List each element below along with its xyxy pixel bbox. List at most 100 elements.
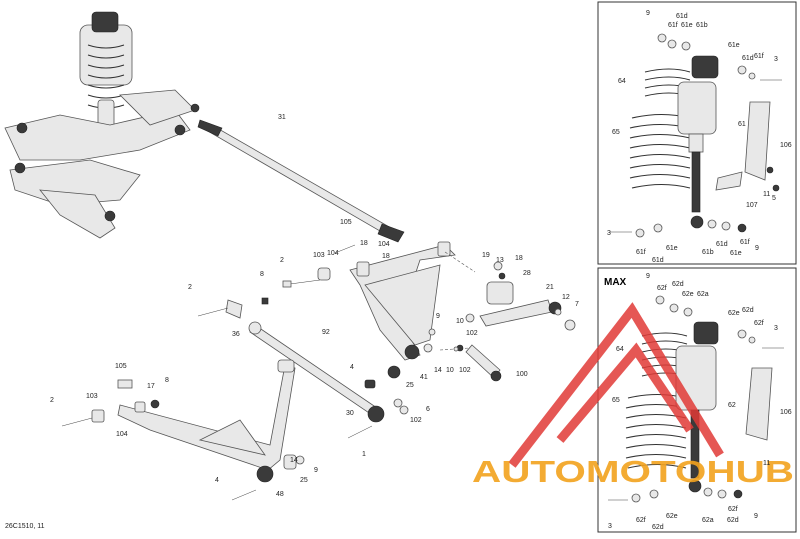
callout: 61e	[730, 250, 742, 257]
callout: 62f	[657, 285, 667, 292]
callout: 3	[607, 230, 611, 237]
callout: 9	[755, 245, 759, 252]
callout: 61e	[666, 245, 678, 252]
callout: 48	[276, 491, 284, 498]
callout: 62d	[727, 517, 739, 524]
callout: 28	[523, 270, 531, 277]
watermark: AUTOMOTOHUB	[472, 302, 794, 489]
watermark-text: AUTOMOTOHUB	[472, 454, 794, 489]
drive-shaft	[197, 119, 405, 243]
callout: 8	[260, 271, 264, 278]
callout: 3	[774, 56, 778, 63]
callout: 9	[646, 10, 650, 17]
callout: 41	[420, 374, 428, 381]
callout: 8	[165, 377, 169, 384]
callout: 18	[360, 240, 368, 247]
callout: 18	[515, 255, 523, 262]
upper-a-arm	[282, 241, 456, 361]
callout: 62a	[697, 291, 709, 298]
callout: 65	[612, 129, 620, 136]
callout: 65	[612, 397, 620, 404]
callout: 21	[546, 284, 554, 291]
hardware-main	[117, 244, 576, 501]
callout: 2	[280, 257, 284, 264]
callout: 62f	[754, 320, 764, 327]
callout: 62f	[636, 517, 646, 524]
callout: 9	[314, 467, 318, 474]
callout: 105	[340, 219, 352, 226]
callout: 4	[215, 477, 219, 484]
callout: 17	[147, 383, 155, 390]
callout: 106	[780, 142, 792, 149]
callout: 61e	[728, 42, 740, 49]
callout: 62a	[702, 517, 714, 524]
diagram-code: 26C1510, 11	[5, 523, 45, 530]
callout: 61	[738, 121, 746, 128]
callout: 10	[446, 367, 454, 374]
callout: 61b	[702, 249, 714, 256]
callout: 61f	[740, 239, 750, 246]
callout: 2	[188, 284, 192, 291]
callout: 61d	[652, 257, 664, 264]
callout: 62	[728, 402, 736, 409]
callout: 36	[232, 331, 240, 338]
toe-link-assembly	[439, 251, 562, 382]
callout: 61d	[742, 55, 754, 62]
callout: 3	[608, 523, 612, 530]
callout: 104	[327, 250, 339, 257]
callout: 9	[754, 513, 758, 520]
callout: 105	[115, 363, 127, 370]
callout: 14	[290, 457, 298, 464]
callout: 6	[426, 406, 430, 413]
callout: 1	[362, 451, 366, 458]
callout: 10	[456, 318, 464, 325]
callout: 2	[50, 397, 54, 404]
callout: 11	[763, 460, 770, 467]
trailing-link	[197, 299, 385, 423]
callout: 3	[774, 325, 778, 332]
callout: 62e	[728, 310, 740, 317]
callout: 103	[86, 393, 98, 400]
callout: 61f	[668, 22, 678, 29]
callout: 14	[434, 367, 442, 374]
callout: 5	[772, 195, 776, 202]
callout: 62e	[666, 513, 678, 520]
callout: 61f	[636, 249, 646, 256]
callout: 25	[406, 382, 414, 389]
callout: 61d	[676, 13, 688, 20]
callout: 62d	[672, 281, 684, 288]
callout: 92	[322, 329, 330, 336]
callout: 61b	[696, 22, 708, 29]
watermark-triangle	[508, 302, 724, 468]
callout: 102	[410, 417, 422, 424]
callout: 62d	[652, 524, 664, 531]
callouts: 9 61d 61f 61e 61b 3 61e 61d 61f 64 65 61…	[5, 10, 792, 531]
callout: 25	[300, 477, 308, 484]
rear-suspension-overview	[4, 11, 200, 239]
callout: 64	[618, 78, 626, 85]
inset-frame-standard	[597, 1, 797, 265]
callout: 61d	[716, 241, 728, 248]
callout: 102	[459, 367, 471, 374]
callout: 103	[313, 252, 325, 259]
callout: 11	[763, 191, 770, 198]
lower-a-arm	[61, 359, 296, 483]
watermark-inner-triangle	[556, 342, 694, 443]
variant-label: MAX	[604, 277, 627, 288]
callout: 4	[350, 364, 354, 371]
callout: 107	[746, 202, 758, 209]
callout: 62f	[728, 506, 738, 513]
callout: 100	[516, 371, 528, 378]
callout: 62e	[682, 291, 694, 298]
shock-standard	[610, 33, 782, 238]
callout: 61f	[754, 53, 764, 60]
callout: 64	[616, 346, 624, 353]
callout: 19	[482, 252, 490, 259]
callout: 104	[378, 241, 390, 248]
callout: 18	[382, 253, 390, 260]
callout: 102	[466, 330, 478, 337]
callout: 62d	[742, 307, 754, 314]
callout: 7	[575, 301, 579, 308]
